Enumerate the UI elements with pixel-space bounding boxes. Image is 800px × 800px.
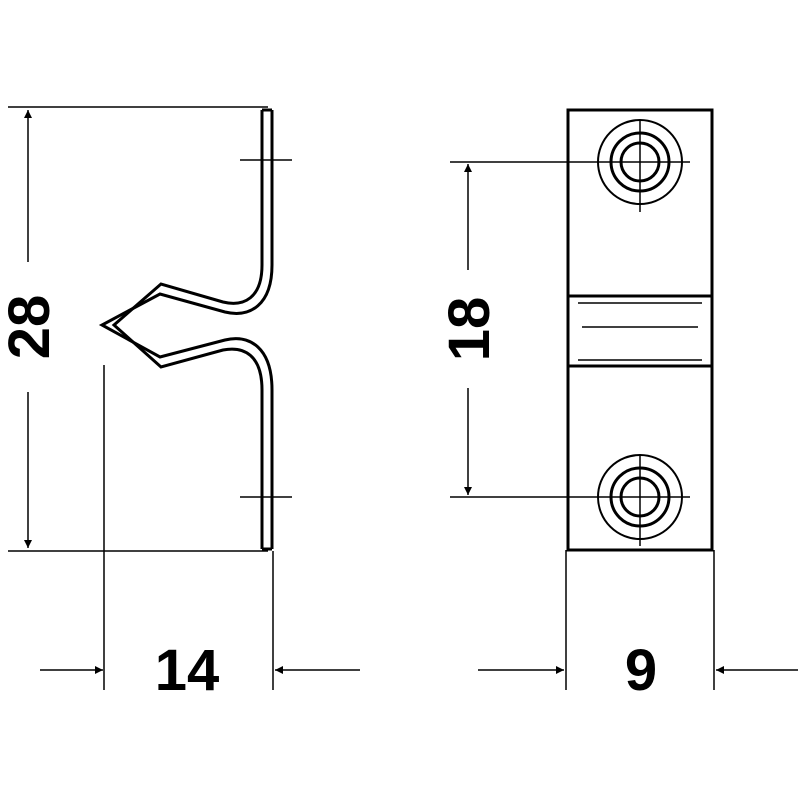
dimension-label-height: 28	[0, 295, 62, 360]
screw-hole-top-icon	[450, 119, 690, 212]
spring-band	[566, 294, 714, 368]
dimension-label-hole-spacing: 18	[437, 297, 502, 362]
dimension-label-width-side: 14	[155, 638, 220, 703]
side-view	[8, 106, 360, 690]
bottom-plate	[566, 364, 714, 552]
spring-clip-profile-inner	[111, 110, 264, 549]
screw-hole-bottom-icon	[450, 454, 690, 546]
front-view	[450, 108, 798, 690]
dimension-label-width-front: 9	[625, 638, 657, 703]
spring-clip-profile-outer	[98, 110, 274, 549]
